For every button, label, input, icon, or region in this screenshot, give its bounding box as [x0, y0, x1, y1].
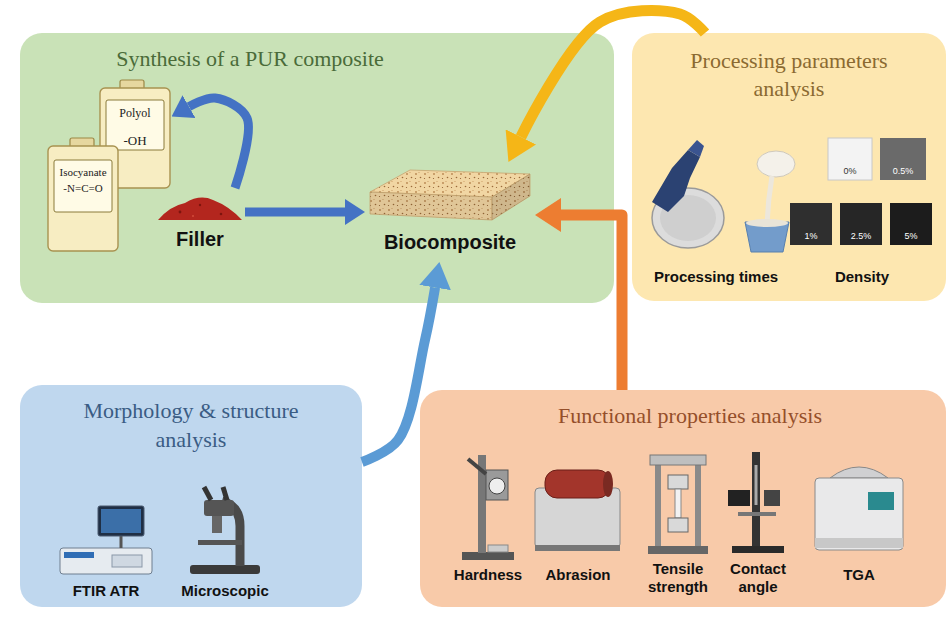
- instrument-label: Processing times: [641, 268, 791, 286]
- panel-background: [20, 33, 614, 303]
- panel-background: [420, 390, 946, 607]
- panel-background: [20, 385, 362, 607]
- sample-label: 0.5%: [883, 167, 923, 177]
- ftir-instrument: [60, 506, 152, 574]
- flow-arrow: [521, 11, 705, 137]
- contact-angle-meter: [728, 452, 784, 553]
- filler-item: Filler: [155, 188, 245, 253]
- biocomposite-slab: [370, 170, 530, 220]
- sample-label: 1%: [791, 232, 831, 242]
- instrument-label: Abrasion: [536, 566, 620, 584]
- hardness-tester: [462, 455, 514, 560]
- tga-instrument: [815, 467, 903, 550]
- instrument-label: Density: [812, 268, 912, 286]
- density-samples: [790, 138, 932, 245]
- flow-arrow: [561, 215, 622, 390]
- functional-group: -N=C=O: [63, 182, 102, 194]
- abrasion-tester: [535, 470, 620, 551]
- panel-title: Processing parameters analysis: [669, 47, 909, 102]
- flow-arrow: [362, 288, 435, 462]
- functional-group: -OH: [123, 133, 146, 149]
- filler-powder: [158, 198, 242, 220]
- tensile-tester: [648, 455, 708, 554]
- container-label: Polyol: [119, 106, 150, 121]
- isocyanate-container: Isocyanate -N=C=O: [48, 138, 118, 251]
- instrument-label: TGA: [829, 566, 889, 584]
- instrument-label: Contact angle: [723, 560, 793, 596]
- isocyanate-can: [48, 138, 118, 251]
- instrument-label: FTIR ATR: [51, 582, 161, 600]
- instrument-label: Microscopic: [170, 582, 280, 600]
- petri-dish-icon: [652, 140, 724, 248]
- sample-label: 5%: [891, 232, 931, 242]
- process-panel: Synthesis of a PUR compositePolyol -OH Iso…: [20, 33, 614, 303]
- pouring-cup-icon: [745, 151, 795, 252]
- instrument-label: Tensile strength: [638, 560, 718, 596]
- analysis-panel: Morphology & structure analysis: [20, 385, 362, 607]
- microscope-icon: [190, 487, 260, 574]
- sample-label: 0%: [830, 167, 870, 177]
- sample-label: 2.5%: [841, 232, 881, 242]
- biocomposite-item: Biocomposite: [365, 160, 535, 262]
- panel-background: [632, 33, 946, 301]
- panel-title: Morphology & structure analysis: [60, 397, 322, 454]
- panel-title: Functional properties analysis: [510, 402, 870, 430]
- polyol-container: Polyol -OH: [100, 80, 170, 188]
- instrument-label: Hardness: [446, 566, 530, 584]
- container-label: Isocyanate: [59, 166, 106, 178]
- item-label: Biocomposite: [384, 231, 516, 254]
- flow-arrow: [189, 98, 249, 188]
- item-label: Filler: [176, 228, 224, 251]
- flow-arrow: [245, 208, 345, 217]
- panel-title: Synthesis of a PUR composite: [40, 45, 460, 73]
